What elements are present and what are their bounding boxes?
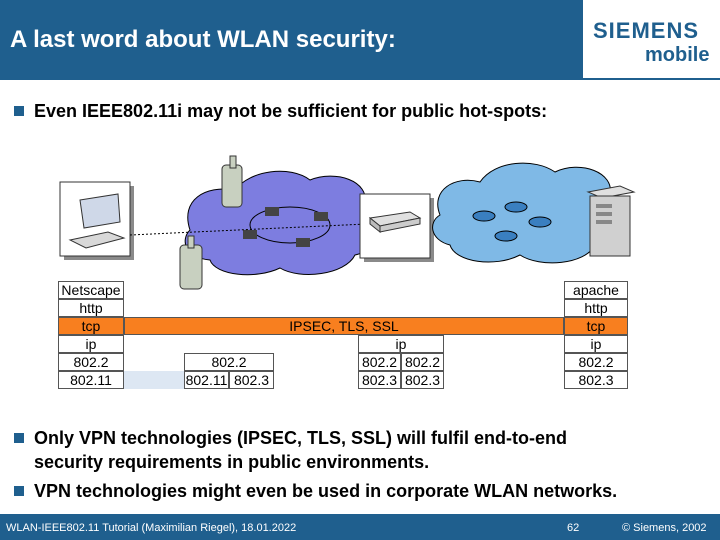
router-stack-cell: ip bbox=[358, 335, 444, 353]
ap-stack-cell: 802.2 bbox=[184, 353, 274, 371]
bullet-1: Even IEEE802.11i may not be sufficient f… bbox=[34, 101, 548, 121]
footer-rule bbox=[0, 514, 720, 516]
router-stack-cell: 802.2 bbox=[358, 353, 401, 371]
client-stack-cell: http bbox=[58, 299, 124, 317]
server-icon bbox=[586, 185, 636, 257]
server-stack-cell: 802.2 bbox=[564, 353, 628, 371]
vpn-tunnel-bar: IPSEC, TLS, SSL bbox=[124, 317, 564, 335]
access-point-icon bbox=[221, 155, 243, 208]
bullet-marker bbox=[14, 433, 24, 443]
client-stack-cell: Netscape bbox=[58, 281, 124, 299]
mobile-logo: mobile bbox=[645, 44, 710, 66]
bullet-2-line-2: security requirements in public environm… bbox=[34, 452, 430, 472]
laptop-icon bbox=[68, 193, 126, 249]
server-stack-cell: ip bbox=[564, 335, 628, 353]
server-stack-cell: http bbox=[564, 299, 628, 317]
router-node-icon bbox=[472, 201, 552, 242]
client-stack-cell: ip bbox=[58, 335, 124, 353]
router-icon bbox=[368, 211, 422, 234]
bullet-marker bbox=[14, 106, 24, 116]
siemens-logo: SIEMENS bbox=[593, 18, 700, 43]
switch-icon bbox=[243, 207, 328, 247]
purple-cloud bbox=[184, 170, 378, 276]
bullet-marker bbox=[14, 486, 24, 496]
slide-title: A last word about WLAN security: bbox=[10, 26, 396, 53]
server-stack-cell: tcp bbox=[564, 317, 628, 335]
router-stack-cell: 802.2 bbox=[401, 353, 444, 371]
bullet-2-line-1: Only VPN technologies (IPSEC, TLS, SSL) … bbox=[34, 428, 568, 448]
air-link-band bbox=[124, 371, 184, 389]
bullet-3: VPN technologies might even be used in c… bbox=[34, 481, 618, 501]
footer-source: WLAN-IEEE802.11 Tutorial (Maximilian Rie… bbox=[6, 522, 297, 534]
ap-stack-cell: 802.11 bbox=[184, 371, 229, 389]
router-stack-cell: 802.3 bbox=[401, 371, 444, 389]
footer-bar bbox=[0, 516, 720, 540]
tunnel-label: IPSEC, TLS, SSL bbox=[289, 318, 399, 334]
footer-copyright: © Siemens, 2002 bbox=[622, 522, 707, 534]
network-diagram bbox=[59, 155, 636, 290]
client-stack-cell: tcp bbox=[58, 317, 124, 335]
client-stack-cell: 802.2 bbox=[58, 353, 124, 371]
network-ring bbox=[249, 206, 331, 244]
server-stack-cell: 802.3 bbox=[564, 371, 628, 389]
router-stack-cell: 802.3 bbox=[358, 371, 401, 389]
server-stack-cell: apache bbox=[564, 281, 628, 299]
ap-stack-cell: 802.3 bbox=[229, 371, 274, 389]
client-stack-cell: 802.11 bbox=[58, 371, 124, 389]
access-point-icon bbox=[179, 235, 203, 290]
page-number: 62 bbox=[567, 522, 580, 534]
logo-area bbox=[583, 0, 720, 78]
header-rule bbox=[0, 78, 720, 80]
title-bar bbox=[0, 0, 583, 78]
